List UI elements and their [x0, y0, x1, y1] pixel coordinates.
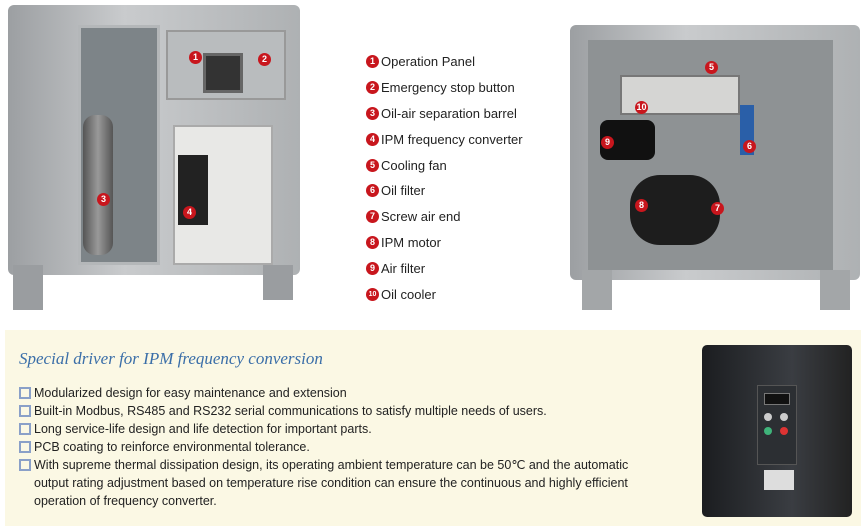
- checkbox-icon: [19, 423, 31, 435]
- checkbox-icon: [19, 441, 31, 453]
- section-title: Special driver for IPM frequency convers…: [19, 349, 323, 368]
- marker-6: 6: [743, 140, 756, 153]
- marker-4: 4: [183, 206, 196, 219]
- number-badge: 6: [366, 184, 379, 198]
- feature-text: Long service-life design and life detect…: [34, 422, 372, 436]
- marker-8: 8: [635, 199, 648, 212]
- legend-label: Air filter: [381, 260, 426, 276]
- legend-label: Emergency stop button: [381, 80, 515, 96]
- feature-text: Modularized design for easy maintenance …: [34, 386, 347, 400]
- number-badge: 7: [366, 210, 379, 224]
- number-badge: 5: [366, 158, 379, 172]
- number-badge: 3: [366, 106, 379, 120]
- number-badge: 9: [366, 261, 379, 275]
- feature-list: Modularized design for easy maintenance …: [19, 384, 629, 510]
- marker-5: 5: [705, 61, 718, 74]
- feature-item: With supreme thermal dissipation design,…: [19, 456, 629, 510]
- legend-label: IPM motor: [381, 234, 441, 250]
- number-badge: 2: [366, 81, 379, 95]
- marker-1: 1: [189, 51, 202, 64]
- legend-label: Screw air end: [381, 209, 461, 225]
- legend-label: Operation Panel: [381, 54, 475, 70]
- feature-text: PCB coating to reinforce environmental t…: [34, 440, 310, 454]
- legend-label: Oil cooler: [381, 286, 436, 302]
- marker-9: 9: [601, 136, 614, 149]
- checkbox-icon: [19, 405, 31, 417]
- feature-item: Built-in Modbus, RS485 and RS232 serial …: [19, 402, 629, 420]
- checkbox-icon: [19, 387, 31, 399]
- checkbox-icon: [19, 459, 31, 471]
- frequency-converter-image: [702, 345, 852, 517]
- legend-label: Oil filter: [381, 183, 426, 199]
- number-badge: 1: [366, 55, 379, 69]
- compressor-front-image: [8, 5, 300, 310]
- legend-label: Oil-air separation barrel: [381, 105, 517, 121]
- marker-2: 2: [258, 53, 271, 66]
- feature-text: Built-in Modbus, RS485 and RS232 serial …: [34, 404, 547, 418]
- number-badge: 8: [366, 235, 379, 249]
- marker-7: 7: [711, 202, 724, 215]
- feature-item: PCB coating to reinforce environmental t…: [19, 438, 629, 456]
- feature-item: Long service-life design and life detect…: [19, 420, 629, 438]
- number-badge: 4: [366, 132, 379, 146]
- marker-10: 10: [635, 101, 648, 114]
- number-badge: 10: [366, 287, 379, 301]
- feature-item: Modularized design for easy maintenance …: [19, 384, 629, 402]
- marker-3: 3: [97, 193, 110, 206]
- legend-label: IPM frequency converter: [381, 131, 523, 147]
- legend-label: Cooling fan: [381, 157, 447, 173]
- feature-text: With supreme thermal dissipation design,…: [34, 458, 629, 508]
